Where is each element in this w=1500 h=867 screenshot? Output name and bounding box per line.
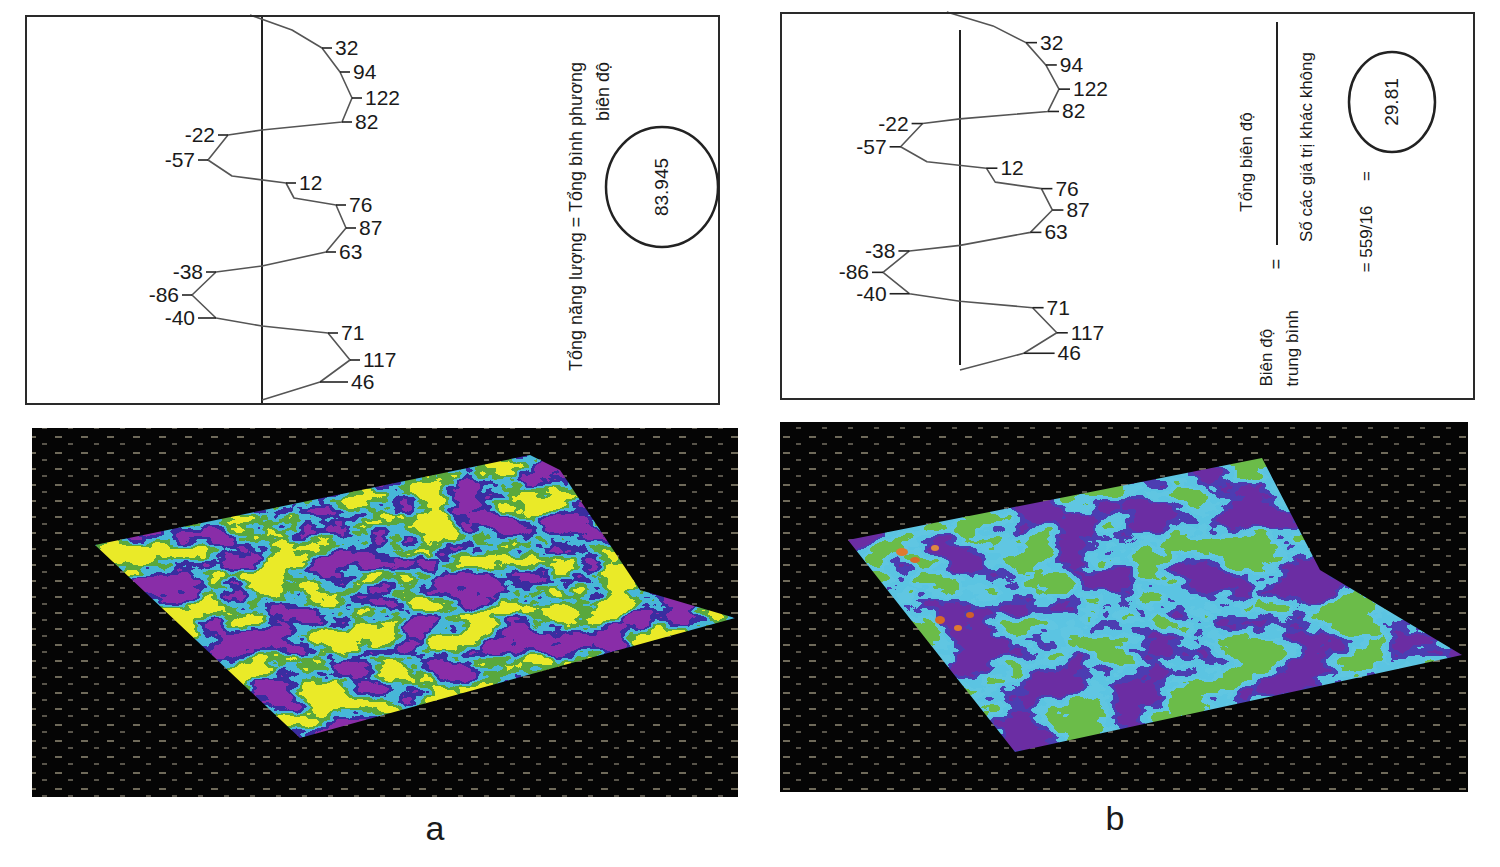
amplitude-value: 63 [1044, 220, 1067, 245]
circle-outline [606, 127, 718, 247]
amplitude-value: 32 [1040, 30, 1063, 55]
amplitude-value: 87 [1066, 197, 1089, 222]
seismic-trace [182, 15, 362, 400]
amplitude-value: 71 [1047, 295, 1070, 320]
formula-text: 29.81 [1381, 78, 1404, 126]
amplitude-value: 46 [351, 369, 374, 394]
amplitude-value: 94 [353, 59, 376, 84]
amplitude-value: 94 [1060, 52, 1083, 77]
fraction-line [1276, 22, 1278, 245]
attribute-map [32, 428, 738, 797]
panel-letter: b [1106, 798, 1125, 839]
amplitude-value: -22 [185, 122, 215, 147]
panel-letter: a [426, 808, 445, 849]
amplitude-value: 71 [341, 320, 364, 345]
amplitude-value: -86 [839, 260, 869, 285]
amplitude-value: -57 [165, 147, 195, 172]
result-circle: 29.81 [1347, 50, 1437, 154]
map-grid [32, 428, 738, 797]
amplitude-value: -22 [878, 111, 908, 136]
formula-text: = [1266, 259, 1288, 270]
formula-text: = 559/16 [1357, 206, 1377, 273]
amplitude-value: -86 [149, 282, 179, 307]
trace-axis [261, 15, 263, 405]
amplitude-value: 12 [1000, 156, 1023, 181]
seismic-trace [872, 12, 1070, 370]
trace-axis [959, 30, 961, 365]
circle-outline [1349, 52, 1435, 152]
map-background [32, 428, 738, 797]
amplitude-value: 12 [299, 170, 322, 195]
map-grid [780, 422, 1468, 792]
amplitude-value: -40 [165, 305, 195, 330]
amplitude-value: -38 [865, 238, 895, 263]
amplitude-value: 117 [363, 347, 396, 372]
result-circle: 83.945 [604, 125, 720, 249]
formula-text: = [1357, 171, 1377, 181]
amplitude-value: 122 [1073, 77, 1108, 102]
amplitude-value: -40 [856, 281, 886, 306]
formula-panel: Biên độ trung bình = Tổng biên độ Số các gi… [780, 12, 1475, 400]
amplitude-value: 122 [365, 85, 400, 110]
amplitude-value: 63 [339, 239, 362, 264]
formula-text: 83.945 [651, 158, 674, 216]
amplitude-value: 82 [1062, 99, 1085, 124]
map-background [780, 422, 1468, 792]
amplitude-value: -38 [173, 259, 203, 284]
amplitude-value: 87 [359, 215, 382, 240]
amplitude-value: -57 [856, 134, 886, 159]
formula-text: Tổng biên độ [1237, 112, 1257, 211]
attribute-map [780, 422, 1468, 792]
formula-text: Tổng năng lượng = Tổng bình phương biên … [563, 62, 617, 392]
formula-text: Biên độ trung bình [1254, 292, 1305, 387]
amplitude-value: 46 [1058, 341, 1081, 366]
amplitude-value: 82 [355, 109, 378, 134]
formula-text: Số các giá trị khác không [1297, 52, 1317, 242]
amplitude-value: 32 [335, 35, 358, 60]
amplitude-value: 76 [1055, 176, 1078, 201]
amplitude-value: 76 [349, 192, 372, 217]
amplitude-value: 117 [1071, 320, 1104, 345]
